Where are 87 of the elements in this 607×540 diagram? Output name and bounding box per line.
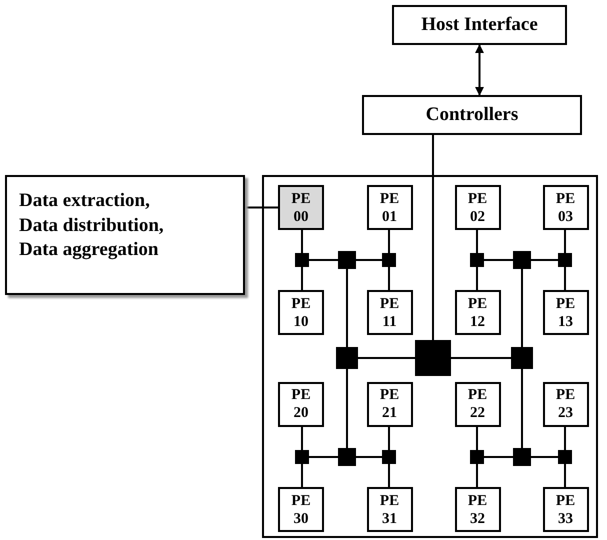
switch-square — [558, 450, 572, 464]
switch-square — [338, 448, 356, 466]
connector-line — [521, 369, 523, 448]
connector-line — [564, 230, 566, 253]
switch-square — [382, 450, 396, 464]
process-box — [392, 5, 567, 45]
connector-line — [301, 426, 303, 450]
node-label: PE 01 — [378, 190, 400, 226]
node-label: Controllers — [426, 104, 518, 126]
connector-line — [476, 426, 478, 450]
arrow — [475, 44, 484, 96]
connector-line — [388, 464, 390, 487]
switch-square — [470, 450, 484, 464]
processing-element-box — [542, 185, 588, 230]
switch-square — [513, 448, 531, 466]
node-label: PE 32 — [466, 492, 488, 528]
connector-line — [476, 230, 478, 253]
connector-line — [564, 267, 566, 290]
processing-element-box — [542, 382, 588, 426]
switch-square — [470, 253, 484, 267]
connector-line — [451, 357, 511, 359]
connector-line — [476, 464, 478, 487]
processing-element-box — [366, 290, 412, 335]
processing-element-box — [278, 290, 324, 335]
connector-line — [309, 259, 338, 261]
connector-line — [346, 269, 348, 347]
connector-line — [388, 426, 390, 450]
connector-line — [521, 269, 523, 347]
processing-element-box — [366, 185, 412, 230]
callout-box — [5, 175, 245, 295]
node-label: PE 00 — [290, 190, 312, 226]
node-label: PE 31 — [378, 492, 400, 528]
connector-line — [301, 267, 303, 290]
connector-line — [301, 464, 303, 487]
node-label: Host Interface — [421, 14, 538, 36]
node-label: PE 30 — [290, 492, 312, 528]
switch-square — [558, 253, 572, 267]
processing-element-box — [542, 487, 588, 532]
node-label: PE 23 — [554, 386, 576, 422]
switch-square — [338, 251, 356, 269]
node-label: PE 33 — [554, 492, 576, 528]
processing-element-box — [454, 290, 500, 335]
switch-square — [513, 251, 531, 269]
node-label: PE 13 — [554, 294, 576, 330]
node-label: PE 02 — [466, 190, 488, 226]
node-label: PE 20 — [290, 386, 312, 422]
connector-line — [432, 135, 434, 340]
connector-line — [301, 230, 303, 253]
connector-line — [531, 259, 558, 261]
node-label: Data extraction, Data distribution, Data aggregation — [19, 189, 165, 262]
node-label: PE 22 — [466, 386, 488, 422]
switch-square — [295, 253, 309, 267]
processing-element-box — [366, 382, 412, 426]
leader-line — [245, 206, 278, 208]
processing-element-box — [278, 487, 324, 532]
processing-element-box — [454, 382, 500, 426]
processing-element-box — [454, 487, 500, 532]
connector-line — [476, 267, 478, 290]
node-label: PE 12 — [466, 294, 488, 330]
switch-square — [336, 347, 358, 369]
process-box — [362, 95, 582, 135]
connector-line — [484, 456, 513, 458]
connector-line — [346, 369, 348, 448]
switch-square — [382, 253, 396, 267]
connector-line — [388, 230, 390, 253]
processing-element-box — [542, 290, 588, 335]
connector-line — [531, 456, 558, 458]
node-label: PE 11 — [378, 294, 400, 330]
switch-square — [511, 347, 533, 369]
connector-line — [356, 456, 382, 458]
node-label: PE 21 — [378, 386, 400, 422]
processing-element-box — [454, 185, 500, 230]
connector-line — [564, 426, 566, 450]
connector-line — [309, 456, 338, 458]
node-label: PE 10 — [290, 294, 312, 330]
node-label: PE 03 — [554, 190, 576, 226]
array-frame — [262, 175, 598, 538]
processing-element-box — [366, 487, 412, 532]
connector-line — [356, 259, 382, 261]
processing-element-box — [278, 382, 324, 426]
connector-line — [388, 267, 390, 290]
switch-square — [415, 340, 451, 376]
connector-line — [564, 464, 566, 487]
processing-element-box — [278, 185, 324, 230]
connector-line — [358, 357, 415, 359]
switch-square — [295, 450, 309, 464]
connector-line — [484, 259, 513, 261]
